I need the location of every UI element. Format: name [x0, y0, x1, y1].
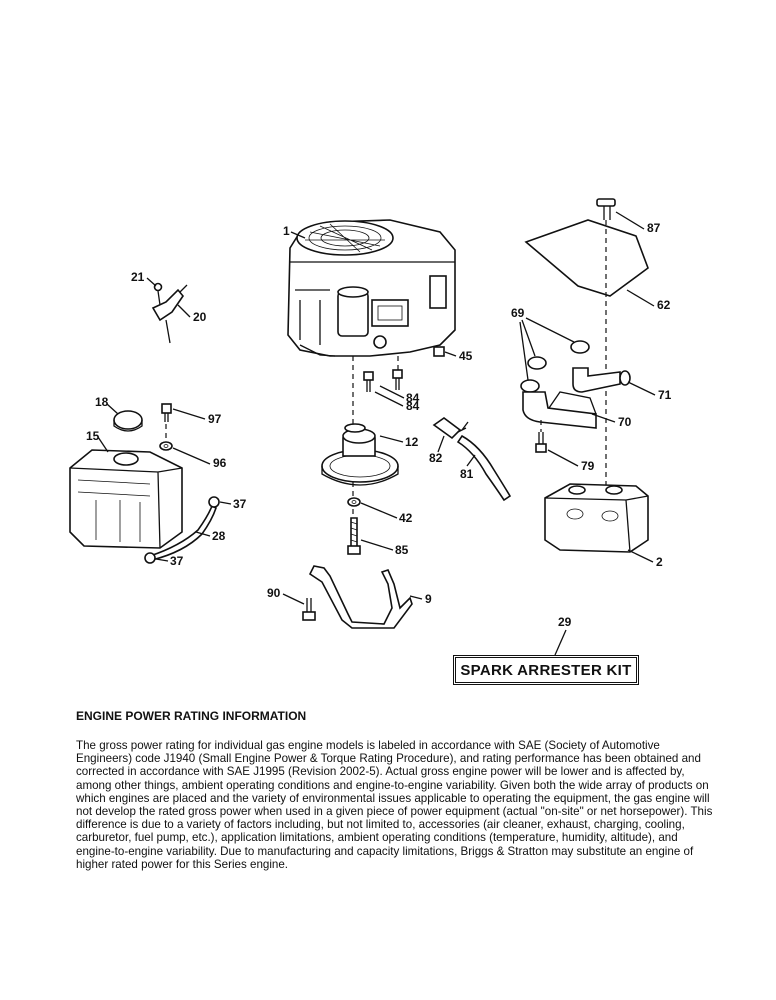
muffler-part — [544, 483, 649, 553]
label-90: 90 — [267, 586, 281, 600]
engine-power-rating-title: ENGINE POWER RATING INFORMATION — [76, 709, 307, 723]
label-62: 62 — [657, 298, 671, 312]
label-20: 20 — [193, 310, 207, 324]
label-2: 2 — [656, 555, 663, 569]
spark-arrester-kit-box: SPARK ARRESTER KIT — [453, 655, 639, 685]
fuel-tank-part — [69, 410, 183, 549]
label-9: 9 — [425, 592, 432, 606]
muffler-screw — [535, 420, 547, 453]
label-87: 87 — [647, 221, 661, 235]
engine-mounting-bolts — [363, 369, 403, 392]
label-81: 81 — [460, 467, 474, 481]
tank-bolt-washer — [159, 403, 173, 451]
label-28: 28 — [212, 529, 226, 543]
pulley-washer-bolt — [347, 497, 361, 555]
engine-parts-diagram: 1 21 20 87 62 45 84 84 — [69, 198, 672, 656]
label-1: 1 — [283, 224, 290, 238]
engine-pulley-part — [321, 423, 399, 486]
label-29: 29 — [558, 615, 572, 629]
label-84a: 84 — [406, 391, 420, 405]
nut-part — [433, 346, 445, 357]
label-85: 85 — [395, 543, 409, 557]
label-42: 42 — [399, 511, 413, 525]
label-84b: 84 — [406, 399, 420, 413]
exhaust-pipes-part — [520, 340, 631, 429]
label-79: 79 — [581, 459, 595, 473]
engine-power-rating-body: The gross power rating for individual ga… — [76, 739, 713, 871]
label-12: 12 — [405, 435, 419, 449]
label-45: 45 — [459, 349, 473, 363]
fuel-fitting-hose — [432, 417, 512, 502]
label-18: 18 — [95, 395, 109, 409]
label-69: 69 — [511, 306, 525, 320]
heat-shield-part — [524, 198, 649, 520]
engine-bracket-part — [302, 565, 413, 629]
engine-assembly — [287, 219, 456, 357]
label-71: 71 — [658, 388, 672, 402]
label-37a: 37 — [233, 497, 247, 511]
label-97: 97 — [208, 412, 222, 426]
label-21: 21 — [131, 270, 145, 284]
throttle-control-part — [151, 282, 188, 344]
label-37b: 37 — [170, 554, 184, 568]
label-70: 70 — [618, 415, 632, 429]
label-82: 82 — [429, 451, 443, 465]
label-15: 15 — [86, 429, 100, 443]
label-96: 96 — [213, 456, 227, 470]
fuel-line-clamps — [144, 496, 220, 564]
